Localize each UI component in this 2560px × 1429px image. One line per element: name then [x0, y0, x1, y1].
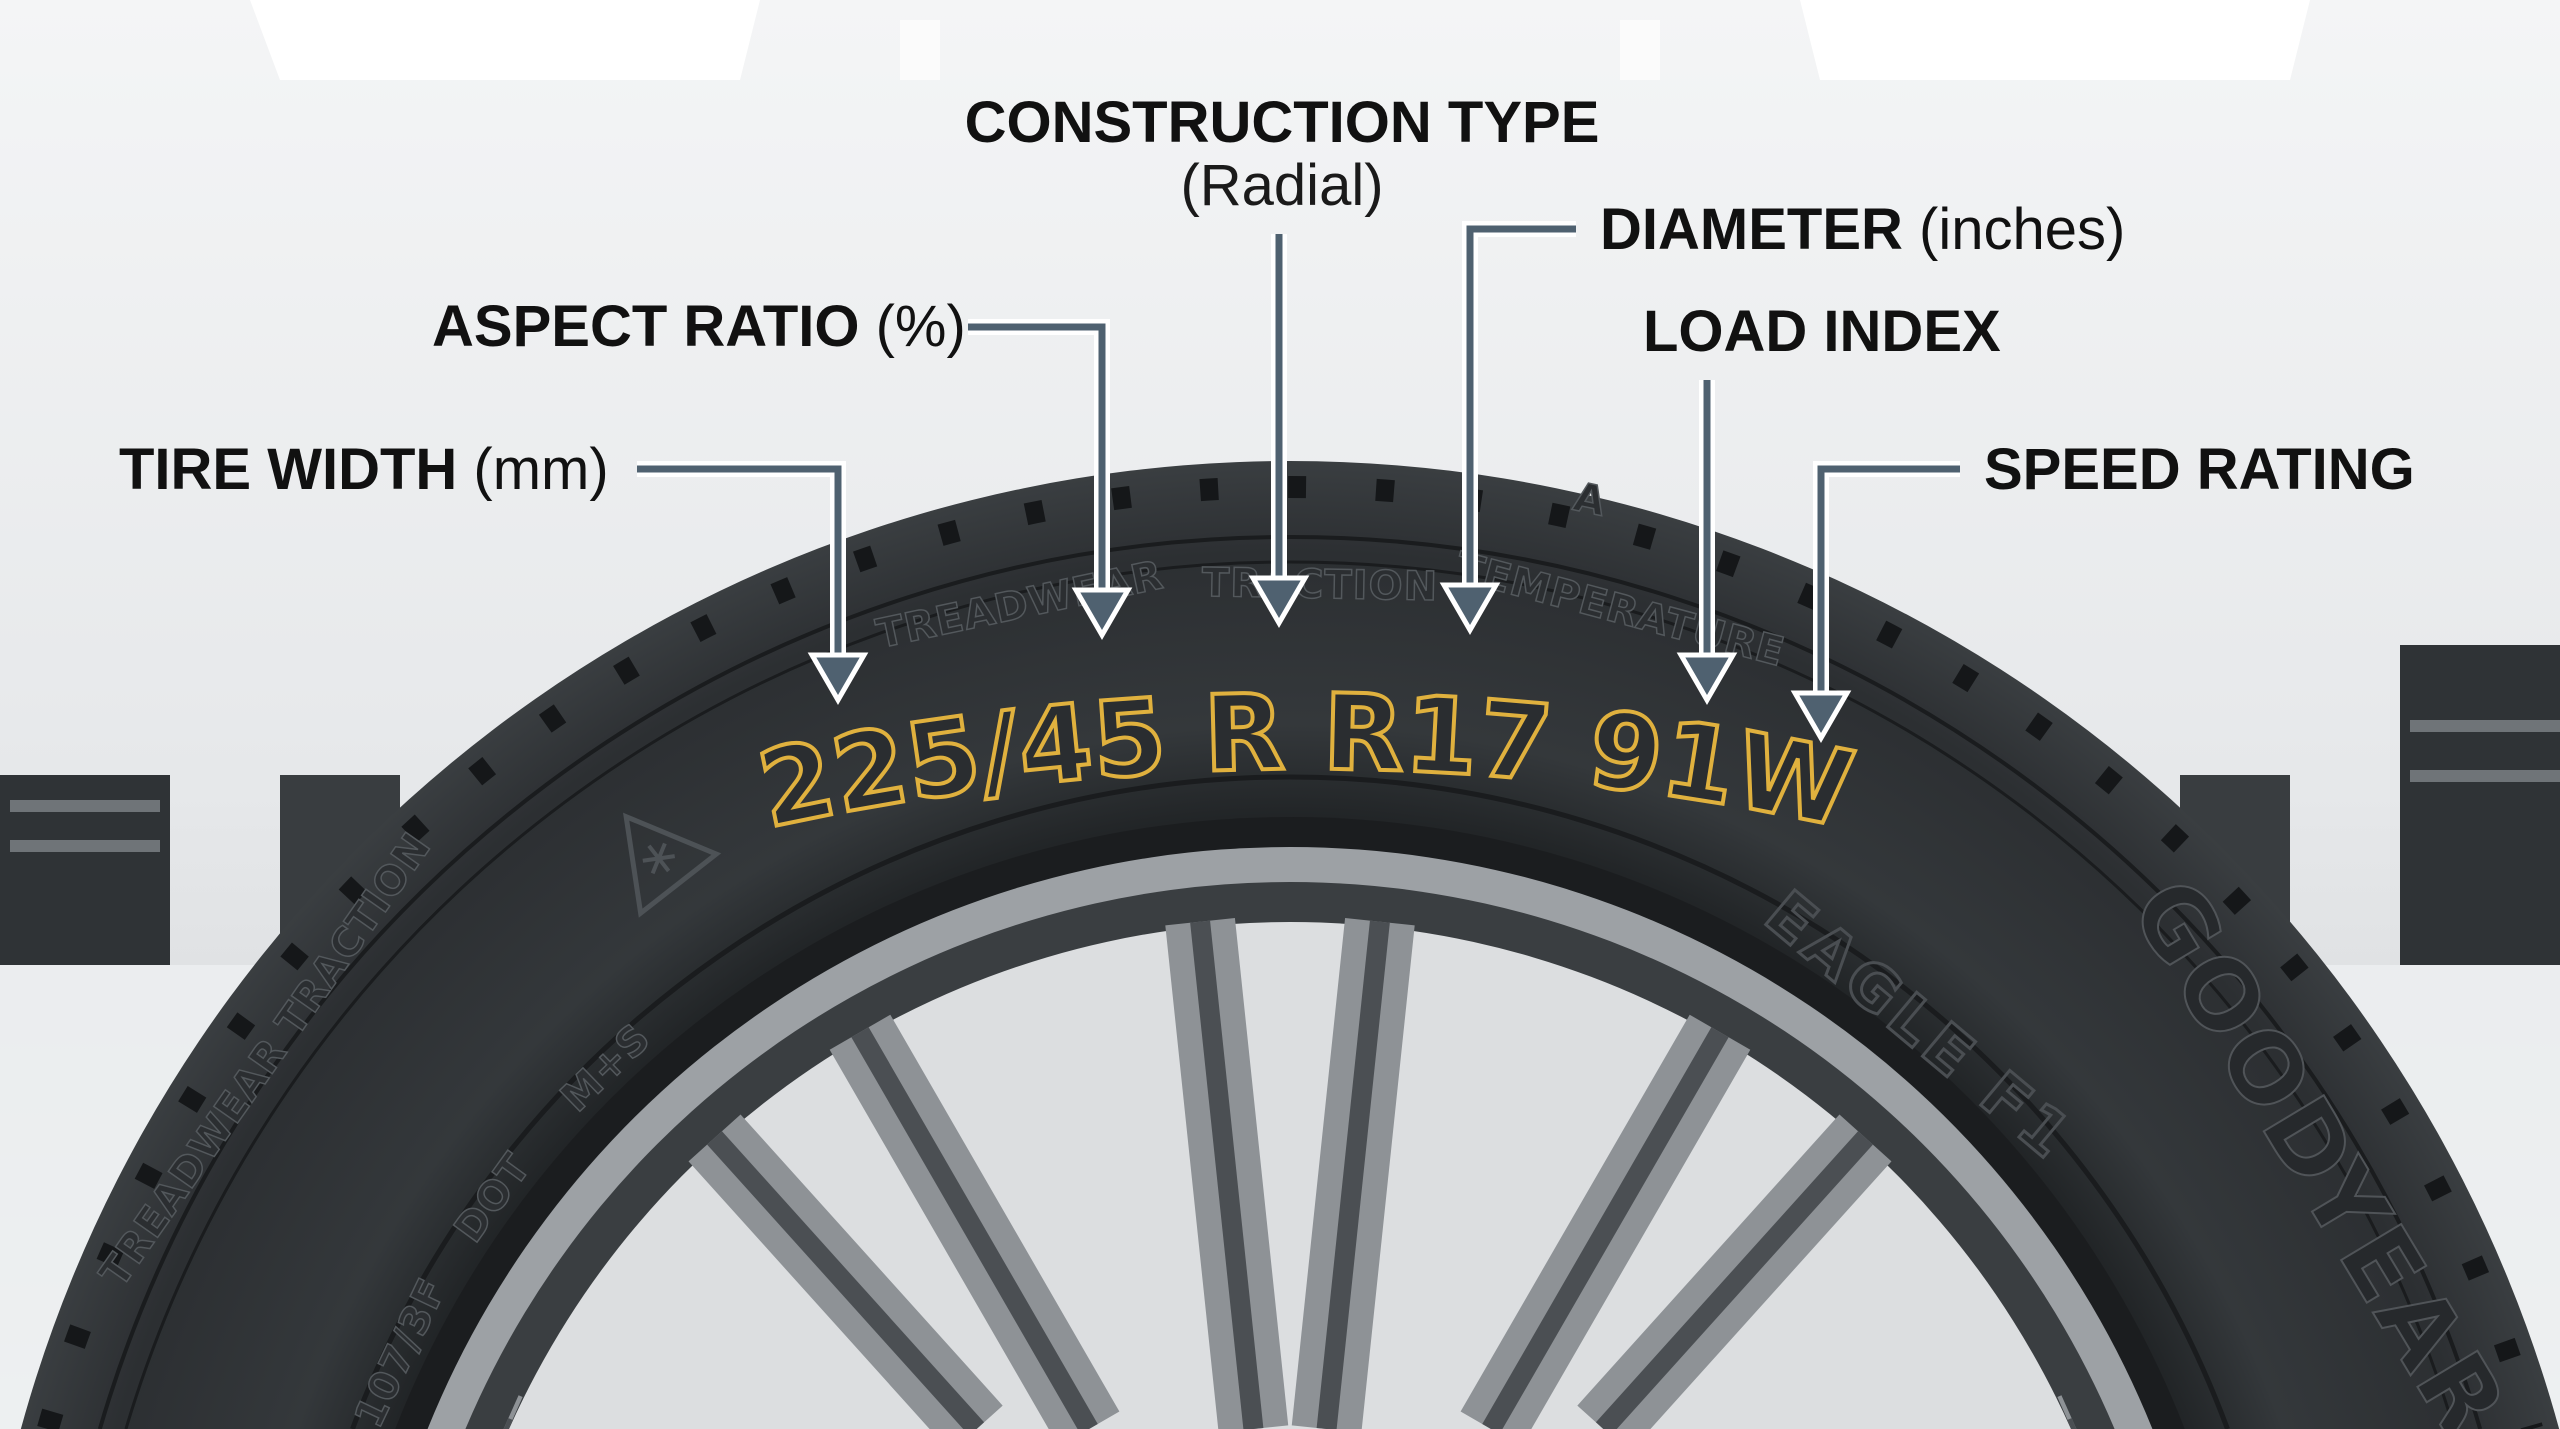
arrow-down-icon	[968, 319, 1133, 640]
label-subtitle: (Radial)	[1180, 153, 1383, 218]
label-diameter: DIAMETER (inches)	[1600, 197, 2125, 262]
arrow-down-icon	[1790, 461, 1960, 743]
ceiling-lights	[250, 0, 2310, 80]
label-tire-width: TIRE WIDTH (mm)	[119, 437, 609, 502]
snowflake-mountain-icon	[623, 812, 722, 918]
rim-spokes	[503, 918, 2077, 1429]
svg-text:CONSTRUCTION TYPE: CONSTRUCTION TYPE	[965, 90, 1600, 155]
rim-spoke-shadow	[851, 1027, 1098, 1429]
label-construction-type: CONSTRUCTION TYPE (Radial)	[965, 90, 1600, 218]
rim-spoke-shadow	[707, 1131, 985, 1429]
label-aspect-ratio: ASPECT RATIO (%)	[432, 294, 966, 359]
sidewall-line	[97, 535, 2483, 1429]
arrow-down-icon	[637, 461, 869, 705]
rim-spoke-shadow	[1316, 920, 1390, 1429]
sidewall-text: TRACTION	[1202, 560, 1439, 610]
rim-spoke-shadow	[1482, 1027, 1729, 1429]
label-title: CONSTRUCTION TYPE	[965, 90, 1600, 155]
sidewall-line	[350, 774, 2230, 1429]
sidewall-line	[124, 560, 2456, 1429]
arrow-down-icon	[1439, 221, 1576, 635]
tread-grooves	[37, 476, 2543, 1429]
arrow-down-icon	[1676, 380, 1738, 705]
label-load-index: LOAD INDEX	[1643, 299, 2001, 364]
annotation-arrows	[637, 221, 1960, 743]
label-speed-rating: SPEED RATING	[1984, 437, 2415, 502]
arrow-down-icon	[1248, 234, 1310, 628]
rim-spoke-shadow	[1595, 1131, 1873, 1429]
wheel-rim	[395, 817, 2185, 1429]
rim-spoke-shadow	[1190, 920, 1264, 1429]
